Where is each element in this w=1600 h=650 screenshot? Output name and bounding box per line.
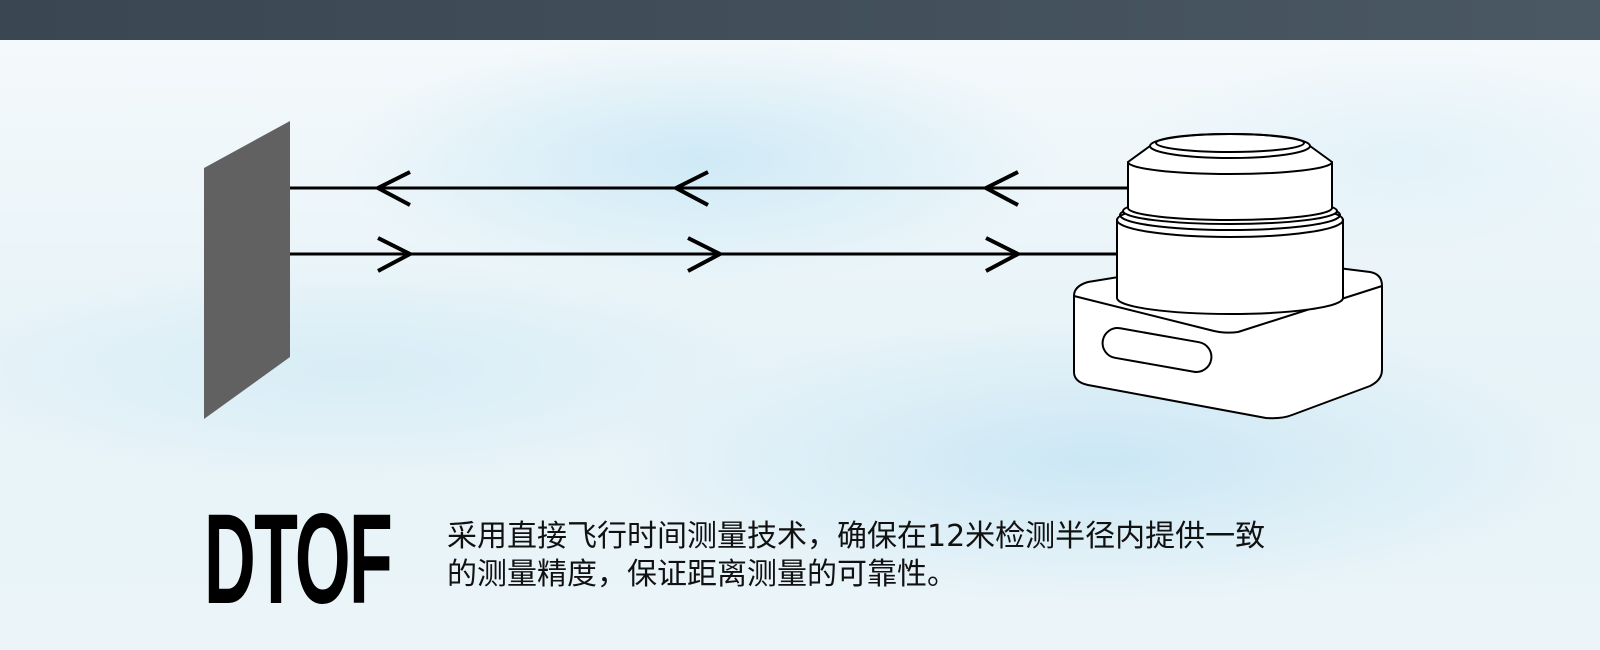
arrow-right-icon [687,236,725,273]
lidar-sensor-icon [1073,133,1383,420]
arrow-right-icon [985,236,1023,273]
description-line-1: 采用直接飞行时间测量技术，确保在12米检测半径内提供一致 [447,519,1266,554]
target-panel [204,121,290,419]
arrow-left-icon [373,170,411,207]
top-bar [0,0,1600,40]
page-title: DTOF [204,488,393,631]
arrow-left-icon [671,170,709,207]
description: 采用直接飞行时间测量技术，确保在12米检测半径内提供一致 的测量精度，保证距离测… [447,518,1407,594]
description-line-2: 的测量精度，保证距离测量的可靠性。 [447,557,957,592]
arrow-right-icon [377,236,415,273]
arrow-left-icon [981,170,1019,207]
